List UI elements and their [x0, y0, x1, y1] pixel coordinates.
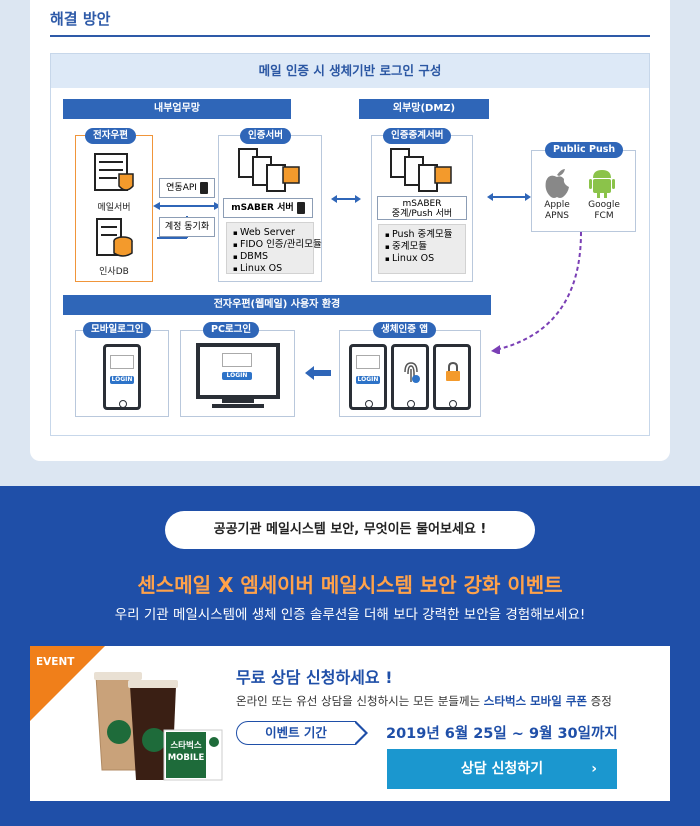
email-system-pill: 전자우편 — [85, 128, 136, 144]
architecture-diagram: 메일 인증 시 생체기반 로그인 구성 내부업무망 전자우편 메일서버 인사DB… — [50, 53, 650, 436]
internal-zone-bar: 내부업무망 — [63, 99, 291, 119]
login-chip: LOGIN — [110, 376, 134, 384]
feature-item: Linux OS — [385, 253, 461, 265]
feature-item: Push 중계모듈 — [385, 229, 461, 241]
public-push-pill: Public Push — [545, 142, 624, 158]
auth-server-name-box: mSABER 서버 — [223, 198, 313, 218]
apply-consult-button[interactable]: 상담 신청하기 › — [387, 749, 617, 789]
login-form-icon — [356, 355, 380, 369]
event-title: 센스메일 X 엠세이버 메일시스템 보안 강화 이벤트 — [137, 573, 563, 597]
left-arrow-icon — [305, 366, 331, 380]
event-corner-label: EVENT — [36, 656, 75, 668]
dmz-zone-bar: 외부망(DMZ) — [359, 99, 489, 119]
coupon-label: 스타벅스 MOBILE — [167, 740, 205, 764]
feature-item: 중계모듈 — [385, 241, 461, 253]
bio-phone-lock-icon — [433, 344, 471, 410]
login-chip: LOGIN — [222, 372, 252, 380]
mail-server-icon — [94, 153, 134, 191]
apple-apns-label: Apple APNS — [537, 200, 577, 222]
account-sync-box: 계정 동기화 — [159, 217, 215, 237]
home-button-icon — [365, 400, 373, 408]
event-section: 공공기관 메일시스템 보안, 무엇이든 물어보세요 ! 센스메일 X 엠세이버 … — [0, 486, 700, 826]
chevron-right-icon: › — [591, 761, 597, 777]
apple-label-line1: Apple — [544, 200, 570, 210]
mail-server-label: 메일서버 — [97, 203, 131, 213]
coupon-line2: MOBILE — [167, 753, 205, 763]
diagram-heading: 메일 인증 시 생체기반 로그인 구성 — [51, 54, 649, 88]
pc-login-form: LOGIN — [220, 353, 256, 383]
phone-icon — [199, 181, 208, 194]
login-chip: LOGIN — [356, 376, 380, 384]
desc-before: 온라인 또는 유선 상담을 신청하시는 모든 분들께는 — [236, 694, 484, 708]
login-form-icon — [222, 353, 252, 367]
apple-label-line2: APNS — [544, 211, 570, 221]
auth-server-features: Web Server FIDO 인증/관리모듈 DBMS Linux OS — [226, 222, 322, 275]
desc-highlight: 스타벅스 모바일 쿠폰 — [483, 694, 588, 708]
connector-arrow-icon — [331, 195, 361, 203]
home-button-icon — [449, 400, 457, 408]
fingerprint-icon — [404, 362, 420, 383]
bio-app-pill: 생체인증 앱 — [373, 322, 437, 338]
lock-icon — [446, 362, 460, 381]
event-description: 온라인 또는 유선 상담을 신청하시는 모든 분들께는 스타벅스 모바일 쿠폰 … — [236, 693, 612, 709]
push-dashed-arrow-icon — [491, 231, 582, 354]
feature-item: Web Server — [233, 227, 309, 239]
hr-db-icon — [96, 218, 133, 257]
relay-server-name-line2: 중계/Push 서버 — [391, 209, 453, 219]
android-icon — [589, 170, 615, 198]
bio-phone-fingerprint-icon — [391, 344, 429, 410]
event-subtitle: 우리 기관 메일시스템에 생체 인증 솔루션을 더해 보다 강력한 보안을 경험… — [114, 607, 586, 623]
auth-server-name: mSABER 서버 — [231, 203, 294, 213]
relay-server-name-box: mSABER 중계/Push 서버 — [377, 196, 467, 220]
relay-server-pill: 인증중계서버 — [383, 128, 452, 144]
coupon-line1: 스타벅스 — [170, 741, 202, 751]
period-value: 2019년 6월 25일 ~ 9월 30일까지 — [386, 726, 618, 742]
link-api-box: 연동API — [159, 178, 215, 198]
google-label-line2: FCM — [594, 211, 614, 221]
login-form-icon — [110, 355, 134, 369]
event-card: EVENT 스타벅스 MOBILE 무료 상담 신청하세요 ! 온라인 또는 유… — [30, 646, 670, 801]
server-cluster-icon — [238, 148, 300, 192]
google-label-line1: Google — [588, 200, 620, 210]
auth-server-pill: 인증서버 — [240, 128, 291, 144]
feature-item: DBMS — [233, 251, 309, 263]
bio-phone-login-icon: LOGIN — [349, 344, 387, 410]
relay-server-name-line1: mSABER — [402, 199, 442, 209]
user-env-bar: 전자우편(웹메일) 사용자 환경 — [63, 295, 491, 315]
apply-button-label: 상담 신청하기 — [460, 761, 544, 777]
feature-item: Linux OS — [233, 263, 309, 275]
feature-item: FIDO 인증/관리모듈 — [233, 239, 322, 251]
free-consult-heading: 무료 상담 신청하세요 ! — [236, 668, 393, 687]
section-divider — [50, 35, 650, 37]
pc-login-pill: PC로그인 — [203, 322, 260, 338]
link-api-label: 연동API — [166, 183, 197, 193]
starbucks-coffee-icon — [94, 672, 223, 781]
connector-arrow-icon — [487, 193, 531, 201]
phone-icon — [296, 201, 305, 214]
mobile-phone-icon: LOGIN — [103, 344, 141, 410]
mobile-login-pill: 모바일로그인 — [83, 322, 152, 338]
home-button-icon — [119, 400, 127, 408]
event-corner-ribbon — [30, 646, 105, 721]
desc-after: 증정 — [587, 694, 612, 708]
period-label: 이벤트 기간 — [236, 721, 368, 745]
apple-icon — [545, 169, 569, 198]
hr-db-label: 인사DB — [99, 267, 129, 277]
home-button-icon — [407, 400, 415, 408]
google-fcm-label: Google FCM — [582, 200, 626, 222]
relay-server-features: Push 중계모듈 중계모듈 Linux OS — [378, 224, 466, 274]
server-cluster-icon — [390, 148, 452, 192]
question-pill[interactable]: 공공기관 메일시스템 보안, 무엇이든 물어보세요 ! — [165, 511, 535, 549]
section-title: 해결 방안 — [50, 10, 111, 28]
